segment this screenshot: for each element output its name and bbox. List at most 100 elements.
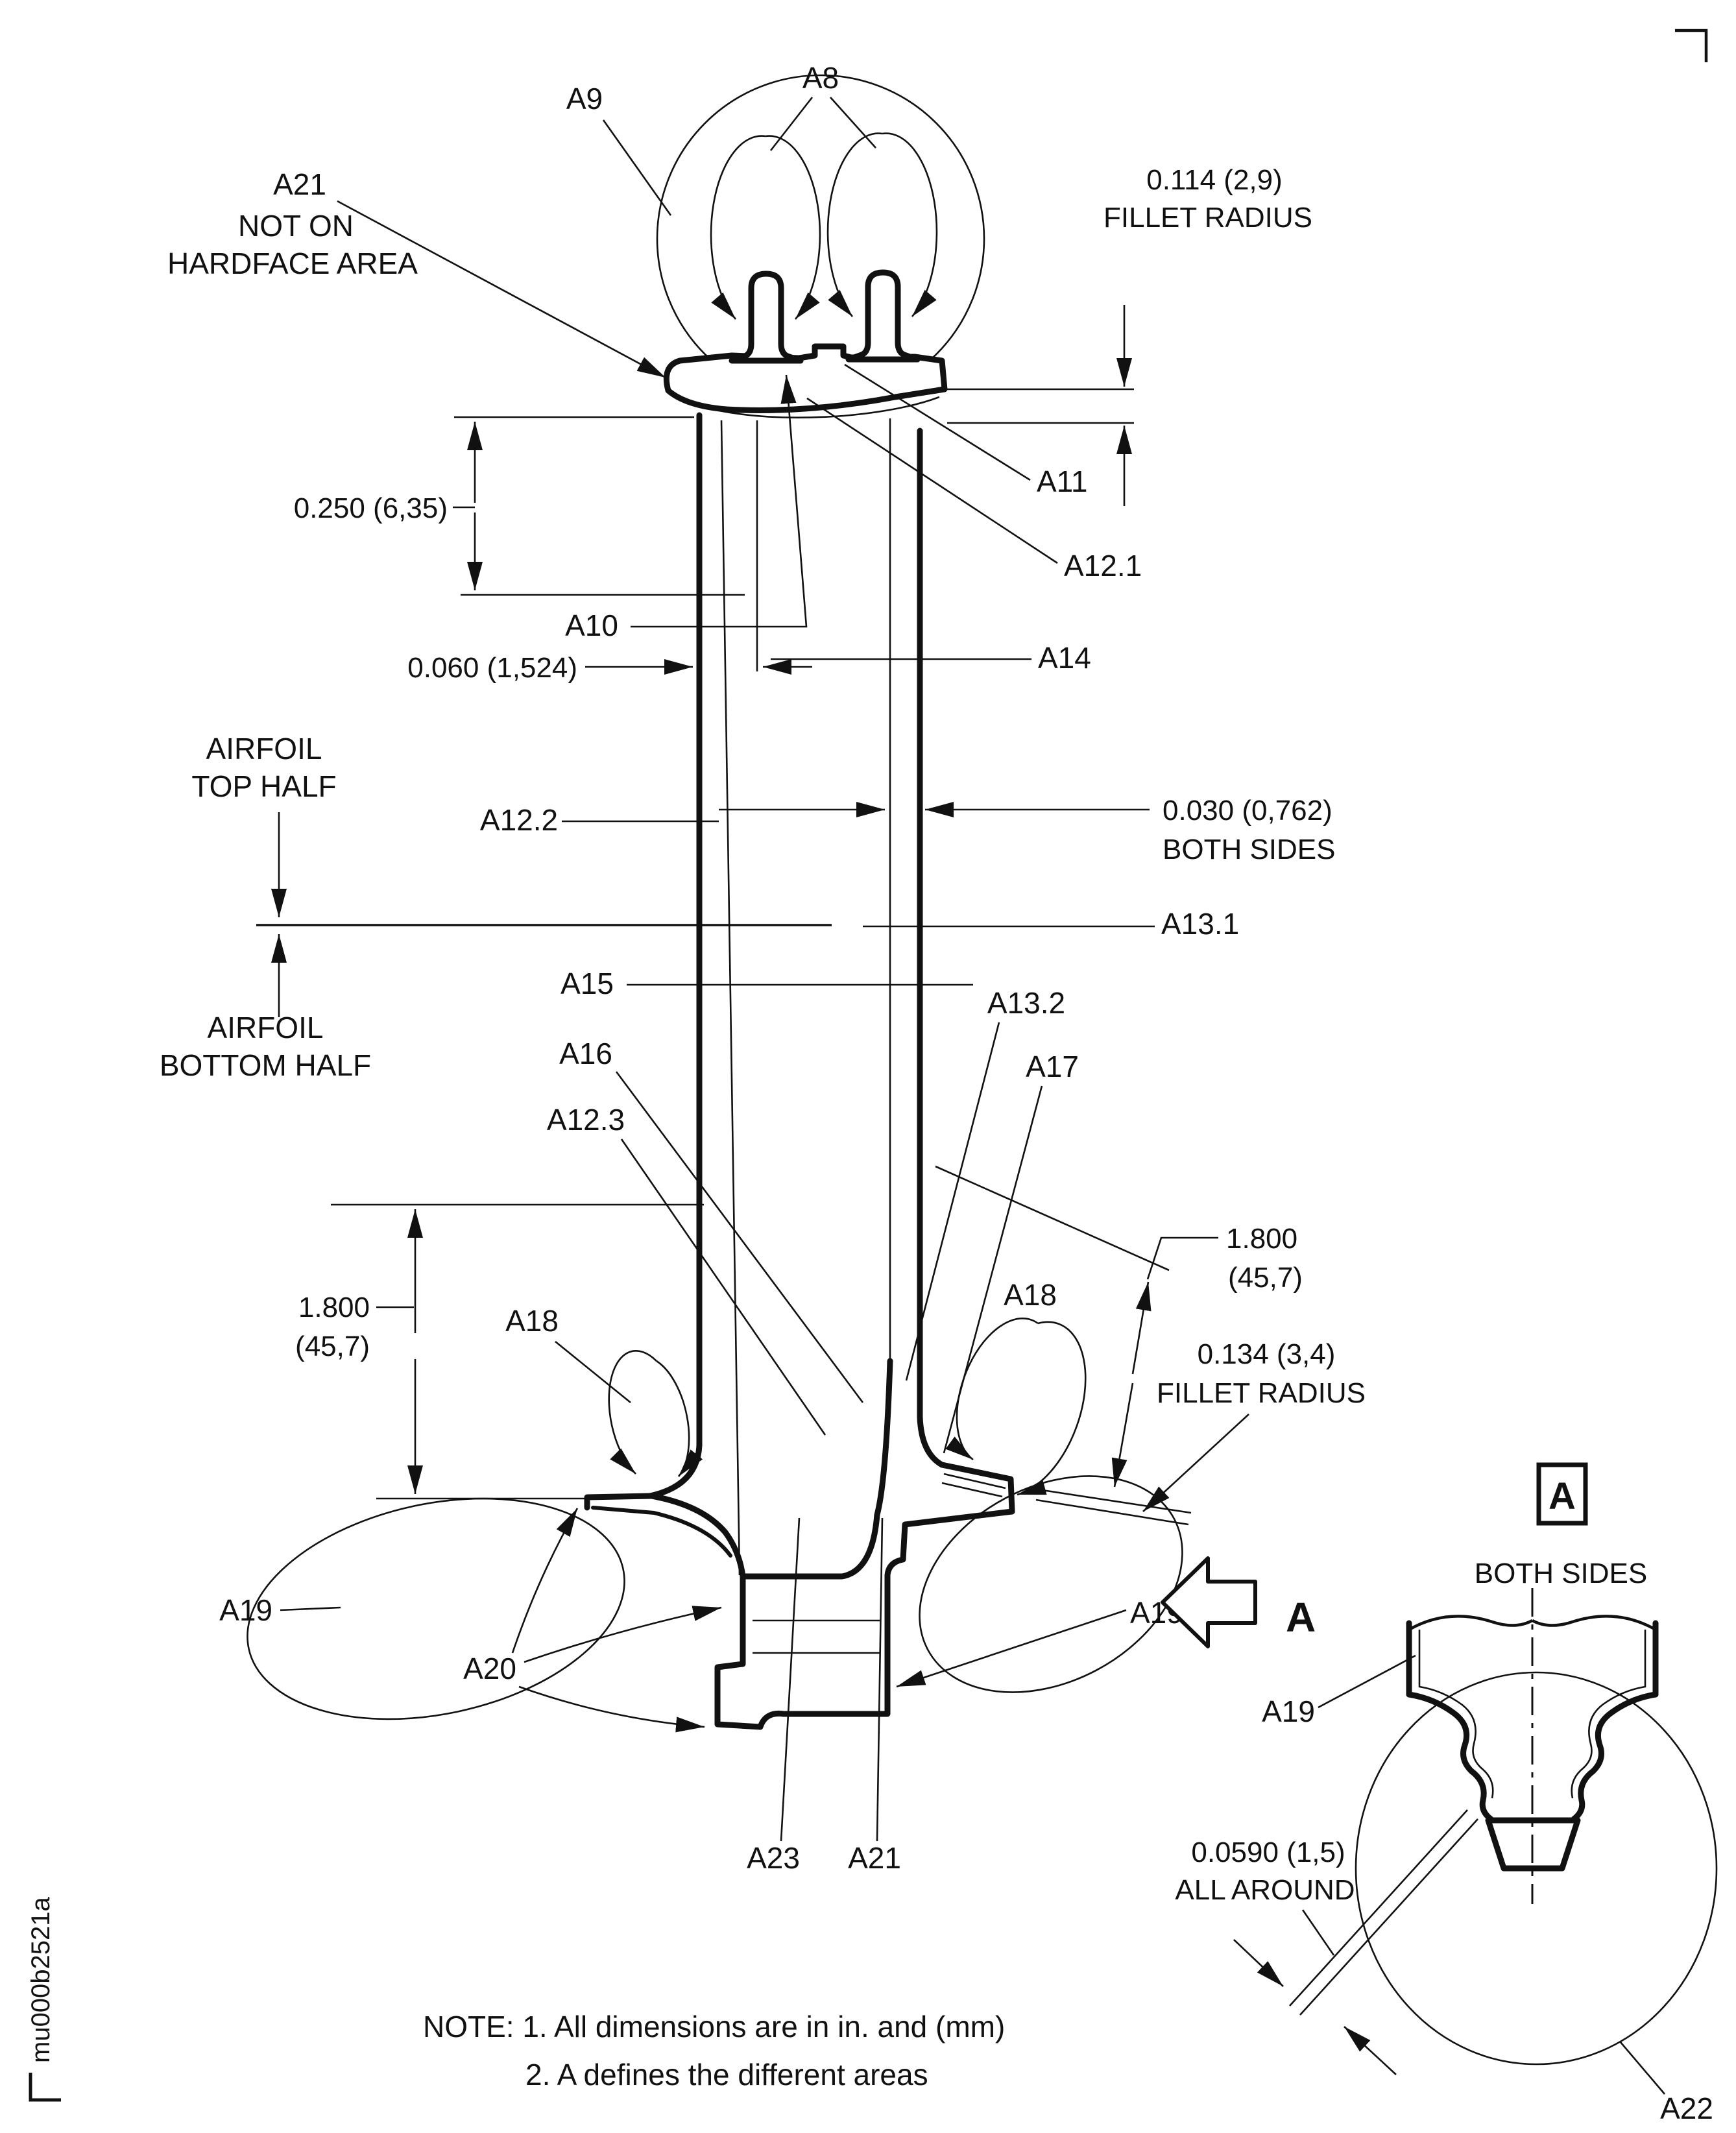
a19-left-label: A19 (219, 1593, 272, 1627)
detail-top-wave-left (1408, 1615, 1534, 1631)
a8-loop-right-a (826, 132, 883, 317)
a19-right-leader (896, 1609, 1127, 1688)
fillet-bottom-text: 0.134 (3,4) (1198, 1338, 1336, 1370)
platform-left-slope (648, 1493, 746, 1580)
a12-2-label: A12.2 (480, 803, 558, 837)
a19-detail-leader (1318, 1654, 1416, 1709)
a13-1-label: A13.1 (1161, 907, 1239, 941)
a19-left-leader (280, 1606, 341, 1611)
platform-right-top (939, 1462, 1015, 1515)
a18-left-leader (555, 1340, 631, 1404)
airfoil-right-edge (917, 428, 945, 1468)
detail-firtree-left (1406, 1691, 1494, 1822)
a8-loop-right-b (882, 132, 938, 317)
a21-note-line1: A21 (273, 167, 326, 201)
a9-label: A9 (566, 82, 603, 115)
right1800-text2: (45,7) (1228, 1262, 1303, 1294)
d0060-text: 0.060 (1,524) (407, 652, 577, 684)
airfoil-bottom-half-line2: BOTTOM HALF (160, 1048, 371, 1082)
left1800-text2: (45,7) (295, 1331, 370, 1362)
a21-bottom-leader (876, 1517, 884, 1842)
detail-coating-left (1418, 1630, 1494, 1799)
fillet-bottom-arrow (1142, 1414, 1249, 1512)
right1800-text: 1.800 (1226, 1223, 1297, 1255)
right1800-leader (1146, 1236, 1218, 1280)
fillet-bottom-text2: FILLET RADIUS (1157, 1377, 1366, 1409)
airfoil-left-edge (647, 412, 703, 1499)
a17-label: A17 (1026, 1050, 1079, 1083)
a10-label: A10 (565, 609, 618, 642)
platform-left-coating (591, 1506, 732, 1558)
section-arrow-icon (1161, 1556, 1257, 1648)
a18-right-loop-a (945, 1318, 1039, 1461)
a8-leader-left (769, 97, 814, 151)
left1800-text: 1.800 (298, 1292, 370, 1323)
note-line1: NOTE: 1. All dimensions are in in. and (… (423, 2010, 1005, 2043)
airfoil-bottom-half-line1: AIRFOIL (208, 1011, 324, 1044)
a23-leader (780, 1517, 801, 1842)
a21-note-line3: HARDFACE AREA (167, 247, 418, 280)
a13-2-leader (905, 1022, 1000, 1381)
corner-mark-bottom-left (29, 2073, 61, 2102)
a21-note-leader (337, 200, 666, 379)
detail-firtree-right (1571, 1691, 1659, 1822)
detail-top-wave-right (1531, 1615, 1657, 1631)
right1800-arrow-up (1131, 1281, 1151, 1375)
a8-label: A8 (802, 61, 839, 95)
a22-label: A22 (1660, 2091, 1713, 2125)
a22-leader (1620, 2042, 1665, 2095)
a11-leader (844, 363, 1031, 481)
a12-3-leader (620, 1139, 826, 1436)
a9-leader (602, 119, 672, 216)
a12-3-label: A12.3 (547, 1103, 625, 1137)
allaround-arrow1 (1233, 1939, 1284, 1987)
platform-right-coating1 (943, 1473, 1006, 1489)
airfoil-inner-left-line (720, 420, 741, 1576)
allaround-text: 0.0590 (1,5) (1191, 1837, 1345, 1868)
a11-label: A11 (1037, 464, 1087, 498)
detail-marker-box (1536, 1462, 1588, 1526)
platform-right-coating2 (941, 1482, 1003, 1498)
a12-1-label: A12.1 (1064, 549, 1142, 583)
a10-leader (631, 374, 808, 628)
d0030-text2: BOTH SIDES (1163, 834, 1336, 865)
a16-leader (615, 1071, 864, 1403)
a8-leader-right (830, 97, 876, 149)
a21-bottom-label: A21 (848, 1841, 901, 1875)
a23-label: A23 (747, 1841, 800, 1875)
a15-label: A15 (561, 967, 614, 1000)
airfoil-top-half-line2: TOP HALF (191, 769, 336, 803)
note-line2: 2. A defines the different areas (525, 2058, 928, 2091)
a18-right-loop-b (1017, 1321, 1087, 1496)
detail-both-sides: BOTH SIDES (1475, 1558, 1648, 1589)
right1800-ext-top (935, 1165, 1170, 1271)
corner-mark-top-right (1675, 29, 1708, 62)
airfoil-top-half-line1: AIRFOIL (206, 732, 322, 765)
a16-label: A16 (559, 1037, 612, 1070)
a18-right-label: A18 (1004, 1278, 1057, 1312)
a20-label: A20 (463, 1652, 516, 1685)
a12-1-leader (806, 397, 1058, 564)
platform-ext-line1 (1037, 1488, 1192, 1514)
a18-left-loop-a (608, 1349, 657, 1475)
a20-arrow1 (511, 1508, 579, 1654)
a22-ellipse (1355, 1671, 1718, 2066)
tip-fin-left (729, 271, 804, 364)
a13-2-label: A13.2 (987, 986, 1065, 1020)
d0030-text: 0.030 (0,762) (1163, 795, 1332, 826)
d0250-text: 0.250 (6,35) (294, 492, 448, 524)
detail-marker-label: A (1549, 1475, 1576, 1517)
drawing-id-code: mu000b2521a (27, 1896, 55, 2063)
a14-label: A14 (1038, 641, 1091, 675)
allaround-text2: ALL AROUND (1175, 1874, 1355, 1906)
a19-detail-label: A19 (1262, 1694, 1315, 1728)
platform-left-top (584, 1493, 655, 1511)
a19-right-ellipse (919, 1475, 1183, 1693)
tip-fin-right (845, 269, 921, 363)
detail-root-trapezoid (1485, 1817, 1581, 1872)
shank-outline (714, 1508, 1015, 1730)
a20-arrow2 (524, 1606, 722, 1663)
fillet-top-dim-text: 0.114 (2,9) (1146, 164, 1283, 196)
